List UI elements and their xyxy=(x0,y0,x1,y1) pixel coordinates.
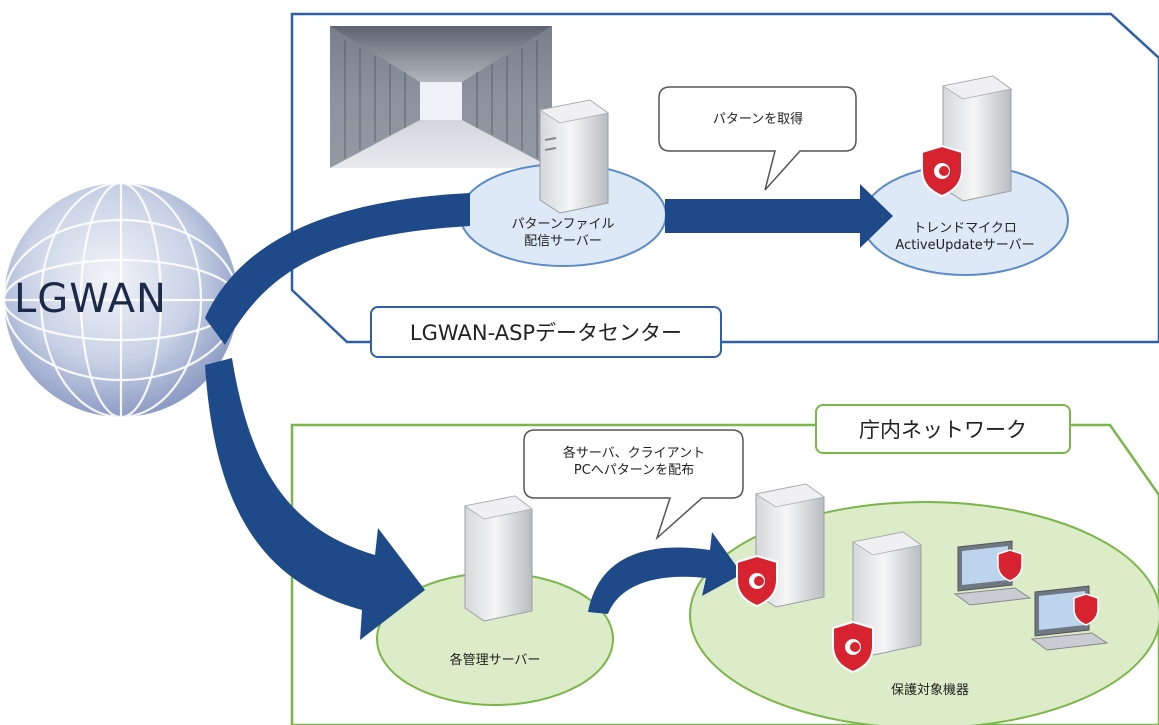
management-server-icon xyxy=(463,495,533,622)
callout-distribute xyxy=(523,429,744,541)
trend-server-label-line1: トレンドマイクロ xyxy=(913,221,1017,236)
callout-get-pattern-text: パターンを取得 xyxy=(712,112,804,127)
callout-get-pattern xyxy=(658,86,857,191)
callout-distribute-line1: 各サーバ、クライアント xyxy=(562,446,706,461)
trend-server-label-line2: ActiveUpdateサーバー xyxy=(895,238,1035,253)
pattern-file-server-icon xyxy=(538,99,609,214)
datacenter-title: LGWAN-ASPデータセンター xyxy=(370,306,722,358)
callout-distribute-line2: PCへパターンを配布 xyxy=(573,463,695,478)
arrow-pattern-to-trend xyxy=(665,184,893,248)
trend-shield-icon-3 xyxy=(832,620,874,674)
arrow-lgwan-to-office xyxy=(205,358,425,640)
trend-shield-icon-5 xyxy=(1073,593,1099,626)
datacenter-photo xyxy=(330,26,552,168)
protected-server-icon-2 xyxy=(851,531,922,656)
office-network-title: 庁内ネットワーク xyxy=(815,404,1071,454)
pattern-server-label: パターンファイル 配信サーバー xyxy=(480,216,646,250)
protected-devices-label: 保護対象機器 xyxy=(890,683,969,698)
lgwan-label: LGWAN xyxy=(14,276,167,322)
lgwan-globe xyxy=(2,181,240,419)
management-server-label: 各管理サーバー xyxy=(449,653,541,668)
trend-server-label: トレンドマイクロ ActiveUpdateサーバー xyxy=(870,220,1060,254)
pattern-server-label-line2: 配信サーバー xyxy=(524,234,602,249)
callout-distribute-text: 各サーバ、クライアント PCへパターンを配布 xyxy=(527,445,741,479)
trend-shield-icon-2 xyxy=(736,554,778,608)
arrow-management-to-protected xyxy=(588,532,742,614)
trend-shield-icon-4 xyxy=(997,549,1023,582)
client-pc-icon-1 xyxy=(953,540,1032,606)
pattern-server-label-line1: パターンファイル xyxy=(511,217,615,232)
arrow-lgwan-to-datacenter xyxy=(205,193,470,345)
trend-shield-icon-1 xyxy=(921,144,963,198)
